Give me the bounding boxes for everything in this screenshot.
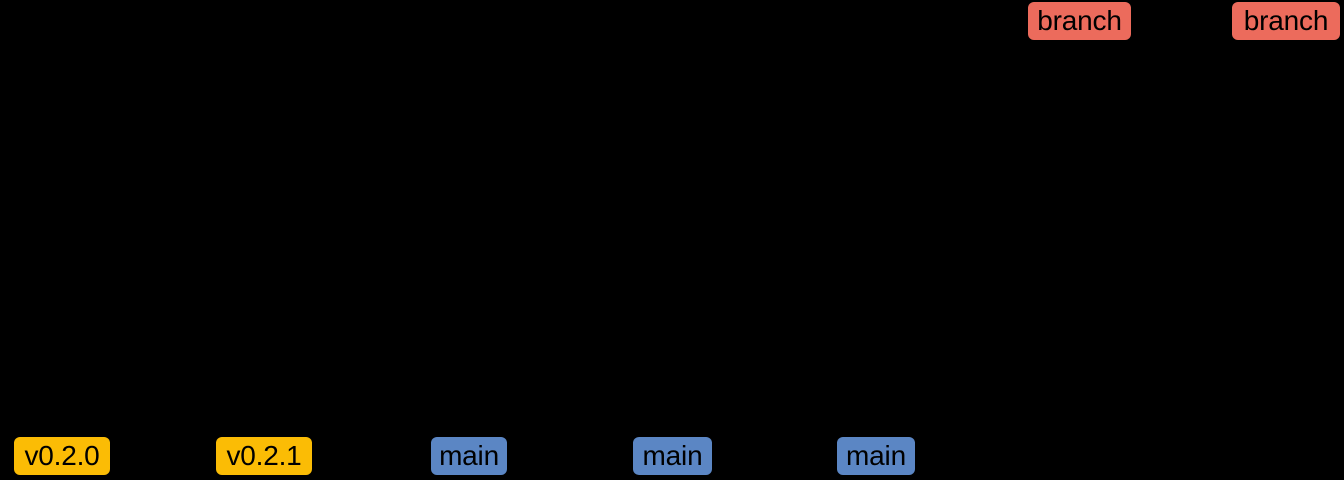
ref-badge-label: branch	[1037, 5, 1122, 36]
ref-badge-tag-v021[interactable]: v0.2.1	[216, 437, 312, 475]
ref-badge-label: v0.2.1	[226, 440, 302, 471]
ref-badge-label: main	[439, 440, 499, 471]
ref-badge-label: main	[642, 440, 703, 471]
ref-badge-label: main	[846, 440, 906, 471]
ref-badge-branch-top-2[interactable]: branch	[1232, 2, 1340, 40]
ref-badge-label: branch	[1243, 5, 1329, 36]
ref-badge-branch-main-1[interactable]: main	[431, 437, 507, 475]
ref-badge-tag-v020[interactable]: v0.2.0	[14, 437, 110, 475]
ref-badge-branch-main-3[interactable]: main	[837, 437, 915, 475]
ref-badge-label: v0.2.0	[24, 440, 100, 471]
ref-badge-branch-top-1[interactable]: branch	[1028, 2, 1131, 40]
ref-badge-branch-main-2[interactable]: main	[633, 437, 712, 475]
